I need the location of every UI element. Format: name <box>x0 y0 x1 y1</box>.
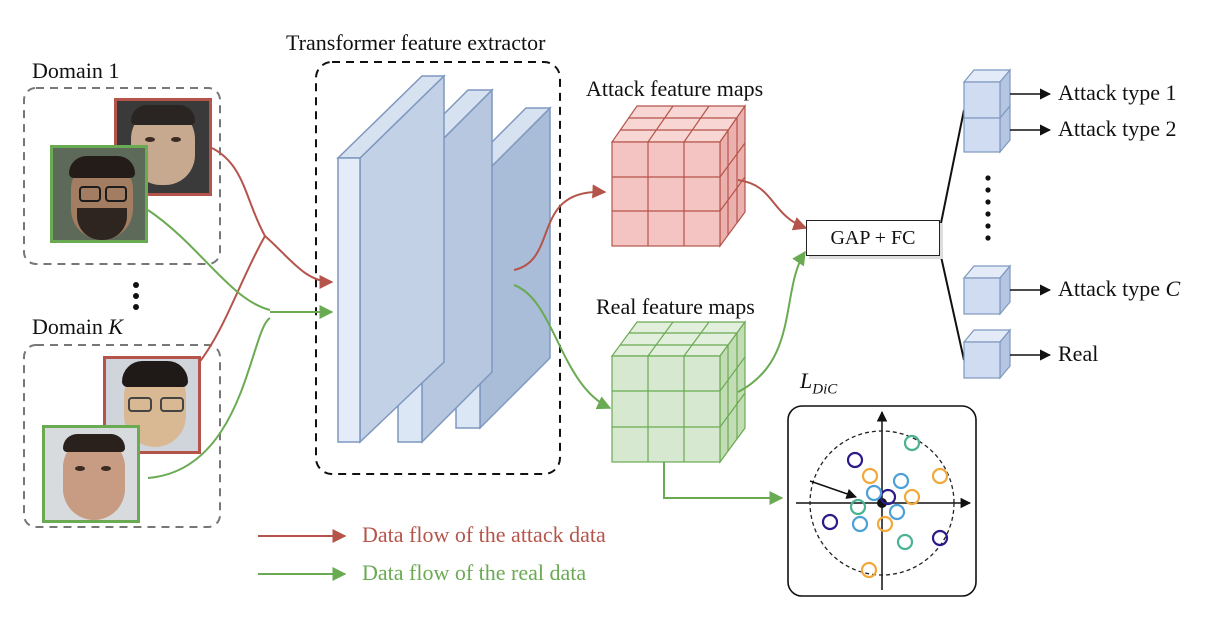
sample-point <box>821 513 839 531</box>
sample-point <box>876 515 894 533</box>
attack-branch-arrow <box>513 184 607 271</box>
output-label-attack-c: Attack type C <box>1058 276 1181 301</box>
extractor-box <box>315 61 561 475</box>
loss-center-point <box>877 498 887 508</box>
legend-attack-label: Data flow of the attack data <box>362 522 606 547</box>
output-cube-attack-1 <box>962 68 1012 120</box>
face-image-domain1-real <box>50 145 148 243</box>
attack-maps-title: Attack feature maps <box>586 76 764 101</box>
head-fanout <box>939 109 965 361</box>
loss-radius-arrow <box>809 480 857 499</box>
sample-point <box>888 503 906 521</box>
input-flows <box>147 147 334 479</box>
sample-point <box>849 498 867 516</box>
output-cube-real <box>962 328 1012 380</box>
sample-point <box>860 561 878 579</box>
sample-point <box>931 467 949 485</box>
legend-real-label: Data flow of the real data <box>362 560 587 585</box>
sample-point <box>896 533 914 551</box>
loss-boundary-circle <box>809 430 955 576</box>
sample-point <box>892 472 910 490</box>
real-to-loss-arrow <box>663 462 784 505</box>
class-ellipsis <box>985 175 991 241</box>
face-image-domainK-real <box>42 425 140 523</box>
sample-point <box>846 451 864 469</box>
domain-ellipsis <box>133 282 139 310</box>
attack-to-head-arrow <box>737 179 808 231</box>
output-cube-attack-c <box>962 264 1012 316</box>
attack-feature-cube <box>610 104 747 248</box>
sample-point <box>851 515 869 533</box>
gap-fc-box: GAP + FC <box>806 220 940 256</box>
output-label-attack-2: Attack type 2 <box>1058 116 1177 141</box>
output-label-attack-1: Attack type 1 <box>1058 80 1177 105</box>
domain-1-label: Domain 1 <box>32 58 120 83</box>
sample-point <box>931 529 949 547</box>
sample-point <box>861 467 879 485</box>
extractor-title: Transformer feature extractor <box>286 30 546 55</box>
domain-k-box <box>23 344 221 528</box>
gap-fc-label: GAP + FC <box>830 226 916 249</box>
transformer-panels <box>336 74 552 444</box>
output-arrows <box>1010 88 1052 361</box>
sample-point <box>903 434 921 452</box>
real-maps-title: Real feature maps <box>596 294 755 319</box>
real-feature-cube <box>610 320 747 464</box>
domain-1-box <box>23 87 221 265</box>
output-label-real: Real <box>1058 341 1099 366</box>
real-branch-arrow <box>513 284 612 410</box>
output-cube-attack-2 <box>963 104 1011 154</box>
sample-point <box>865 484 883 502</box>
real-to-head-arrow <box>737 250 806 393</box>
loss-symbol: LDiC <box>800 368 838 398</box>
loss-samples <box>821 434 949 579</box>
domain-k-label: Domain K <box>32 314 124 339</box>
sample-point <box>903 488 921 506</box>
